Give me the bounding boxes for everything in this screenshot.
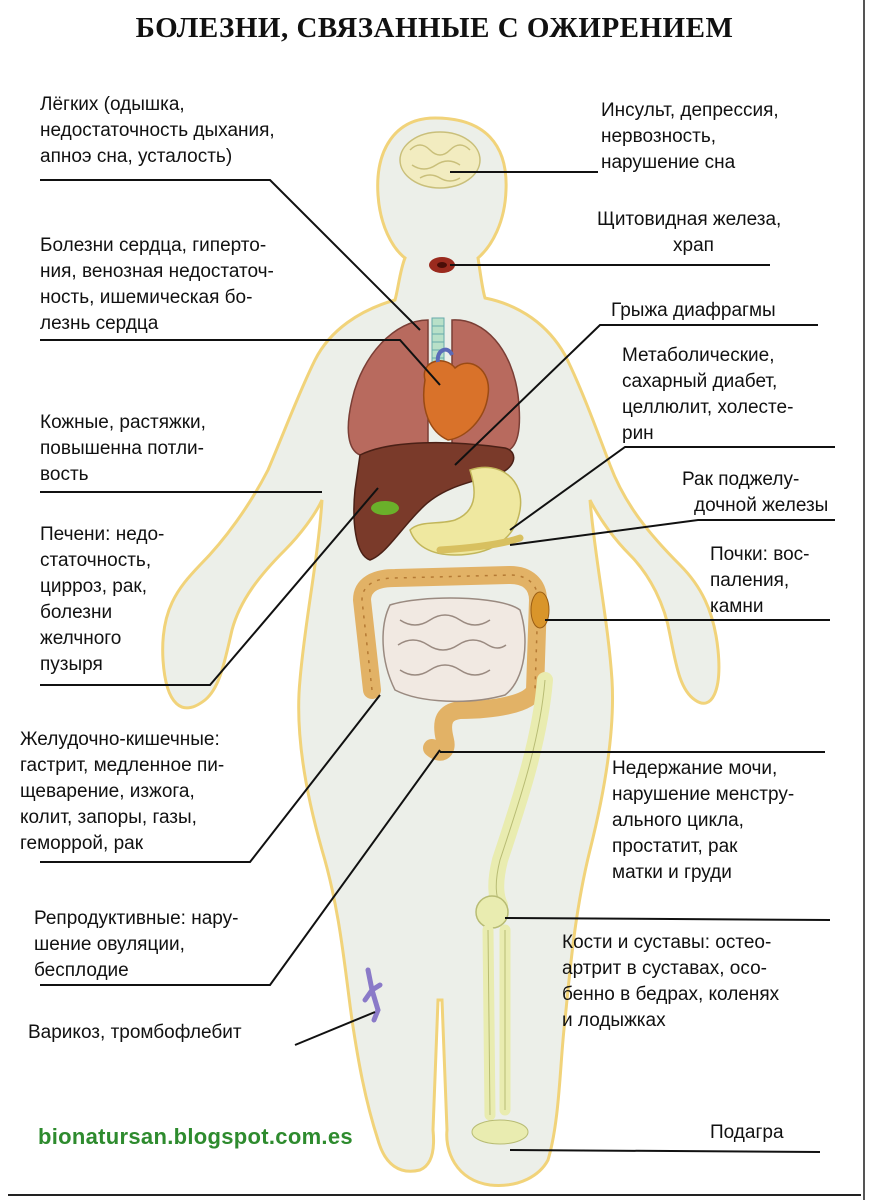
label-hernia: Грыжа диафрагмы: [611, 300, 776, 321]
leader-pancreas: [509, 519, 835, 546]
leader-gout: [509, 1149, 821, 1153]
brain-folds: [409, 144, 471, 182]
label-heart: Болезни сердца, гиперто-ния, венозная не…: [40, 235, 274, 334]
varicose-vein-icon: [362, 967, 383, 1023]
leader-hernia: [454, 324, 818, 466]
leader-lines: [40, 171, 835, 1153]
label-stroke: Инсульт, депрессия,нервозность,нарушение…: [601, 100, 779, 173]
label-skin: Кожные, растяжки,повышенна потли-вость: [40, 412, 206, 485]
pancreas-icon: [436, 534, 524, 554]
gallbladder-icon: [371, 501, 399, 515]
label-varicose: Варикоз, тромбофлебит: [28, 1022, 242, 1043]
label-incontinence: Недержание мочи,нарушение менстру-альног…: [612, 758, 795, 883]
label-kidneys: Почки: вос-паления,камни: [710, 544, 810, 617]
leader-metabolic: [509, 446, 835, 531]
colon-icon: [353, 566, 547, 761]
bottom-border: [8, 1194, 861, 1196]
leader-bones: [504, 917, 831, 921]
leader-varicose: [294, 1011, 376, 1046]
label-metabolic: Метаболические,сахарный диабет,целлюлит,…: [622, 345, 794, 444]
leader-liver: [40, 487, 379, 686]
leader-reproductive: [40, 749, 441, 986]
stomach-icon: [409, 466, 522, 556]
ankle-icon: [471, 1119, 529, 1145]
leader-heart: [40, 339, 441, 386]
label-thyroid: Щитовидная железа,храп: [597, 209, 782, 256]
heart-icon: [423, 360, 490, 441]
website-link[interactable]: bionatursan.blogspot.com.es: [38, 1124, 353, 1149]
label-bones: Кости и суставы: остео-артрит в суставах…: [562, 932, 780, 1031]
page-title: БОЛЕЗНИ, СВЯЗАННЫЕ С ОЖИРЕНИЕМ: [135, 12, 734, 44]
knee-joint-icon: [475, 895, 509, 929]
kidney-icon: [530, 591, 550, 629]
small-intestine-icon: [382, 597, 526, 703]
label-lungs: Лёгких (одышка,недостаточность дыхания,а…: [40, 94, 275, 167]
leader-gastro: [40, 694, 381, 863]
label-gout: Подагра: [710, 1122, 784, 1143]
label-reproductive: Репродуктивные: нару-шение овуляции,бесп…: [34, 908, 239, 981]
brain-icon: [399, 131, 481, 189]
right-border: [863, 0, 865, 1200]
label-liver: Печени: недо-статочность,цирроз, рак,бол…: [40, 524, 165, 675]
leader-lungs: [40, 179, 421, 331]
label-gastro: Желудочно-кишечные:гастрит, медленное пи…: [20, 729, 225, 854]
label-pancreas: Рак поджелу-дочной железы: [682, 469, 829, 516]
